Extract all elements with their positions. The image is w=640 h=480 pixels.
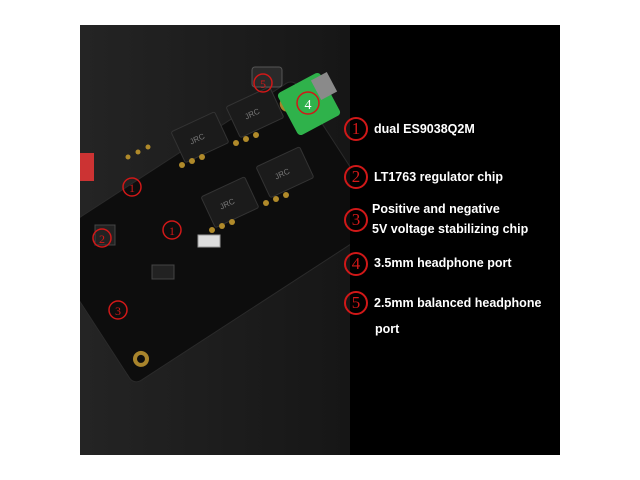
board-marker-number: 1 — [129, 181, 135, 195]
callout-number: 4 — [344, 252, 368, 276]
callout-list: 1 dual ES9038Q2M 2 LT1763 regulator chip… — [344, 25, 560, 455]
callout-text-line-2: port — [375, 322, 400, 336]
callout-number: 1 — [344, 117, 368, 141]
callout-text-line-1: Positive and negative — [372, 202, 500, 216]
board-marker-number: 3 — [115, 304, 121, 318]
gold-pins — [125, 132, 289, 233]
callout-text-line-1: 2.5mm balanced headphone — [374, 296, 542, 310]
board-marker: 3 — [108, 300, 128, 320]
product-photo-panel: JRC JRC JRC JRC — [80, 25, 560, 455]
callout-text: dual ES9038Q2M — [374, 122, 475, 136]
headphone-jack-3-5mm — [277, 72, 341, 136]
callout-text-line-2: 5V voltage stabilizing chip — [372, 222, 529, 236]
board-marker-number: 1 — [169, 224, 175, 238]
callout-number: 5 — [344, 291, 368, 315]
board-marker: 1 — [122, 177, 142, 197]
callout-text: 3.5mm headphone port — [374, 256, 512, 270]
board-marker: 2 — [92, 228, 112, 248]
board-marker: 5 — [253, 73, 273, 93]
board-marker: 1 — [162, 220, 182, 240]
callout-text: LT1763 regulator chip — [374, 170, 503, 184]
balanced-jack-2-5mm — [251, 66, 283, 88]
board-marker-number: 5 — [260, 77, 266, 91]
smd-component — [197, 234, 221, 248]
opamp-chips: JRC JRC JRC JRC — [171, 86, 314, 228]
board-marker-number: 2 — [99, 232, 105, 246]
board-marker-number: 4 — [305, 98, 312, 113]
board-marker: 4 — [296, 91, 320, 115]
regulator-chip — [151, 264, 175, 280]
pcb-photo: JRC JRC JRC JRC — [80, 25, 350, 455]
dac-chip — [94, 224, 116, 246]
callout-number: 2 — [344, 165, 368, 189]
callout-number: 3 — [344, 208, 368, 232]
red-connector — [80, 153, 94, 181]
